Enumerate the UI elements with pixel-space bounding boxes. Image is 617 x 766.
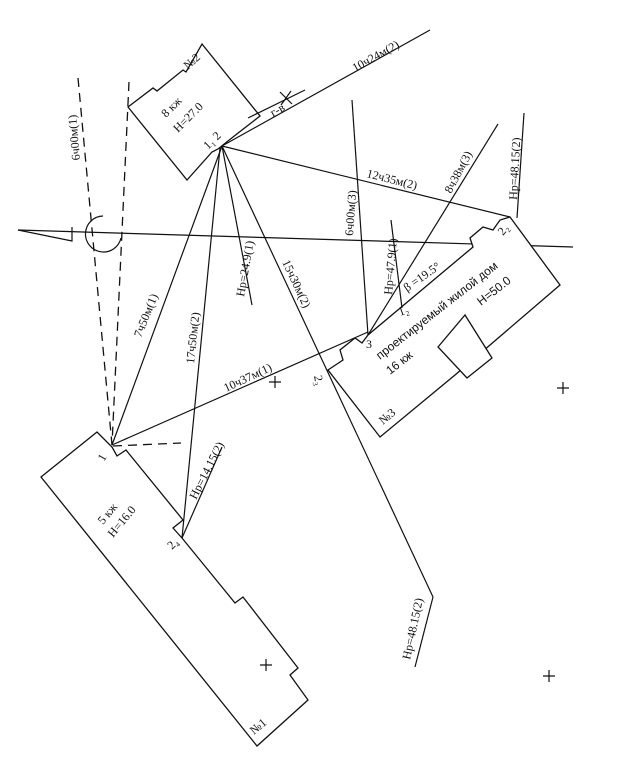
- height-label-47-9: Hp=47.9(1): [381, 238, 400, 295]
- ray-label-10h24: 10ч24м(2): [350, 37, 402, 74]
- height-label-14-15: Hp=14.15(2): [186, 439, 227, 501]
- shadow-rays: [111, 29, 525, 668]
- point-2-3: 2₃: [311, 374, 327, 386]
- ray-label-6h00-1: 6ч00м(1): [65, 114, 83, 161]
- survey-crosses: [260, 376, 569, 682]
- height-label-48-15-lower: Hp=48.15(2): [399, 597, 426, 661]
- building-1: [40, 431, 309, 747]
- building-2: [127, 42, 261, 182]
- point-3: 3: [366, 337, 372, 351]
- dashed-sector: [77, 77, 182, 447]
- ray-label-15h30: 15ч30м(2): [279, 257, 314, 310]
- ray-label-6h00-3: 6ч00м(3): [342, 190, 359, 236]
- building-3-core: [437, 313, 493, 379]
- ray-label-7h50: 7ч50м(1): [131, 292, 161, 340]
- height-label-24-9: Hp=24.9(1): [233, 240, 257, 298]
- building-3: [327, 216, 561, 438]
- point-1-2: 1₂: [396, 302, 410, 319]
- direction-label: г-в: [268, 100, 288, 120]
- ray-label-17h50: 17ч50м(2): [183, 312, 202, 365]
- height-label-48-15-upper: Hp=48.15(2): [506, 137, 523, 200]
